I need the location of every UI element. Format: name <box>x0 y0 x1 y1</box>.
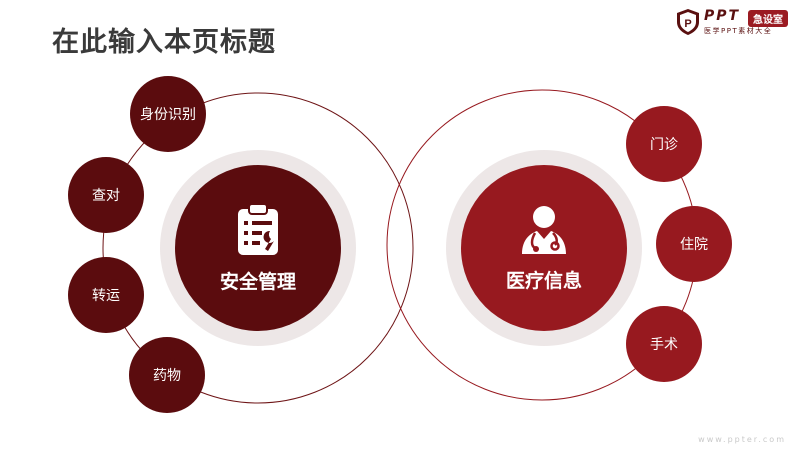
page-title: 在此输入本页标题 <box>52 27 276 58</box>
node-transfer[interactable]: 转运 <box>68 257 144 333</box>
node-inpatient-label: 住院 <box>680 237 708 253</box>
node-check-label: 查对 <box>92 188 120 204</box>
doctor-icon <box>522 205 566 254</box>
left-orbit-ring <box>102 92 414 404</box>
footer-watermark: www.ppter.com <box>698 435 786 444</box>
node-surgery[interactable]: 手术 <box>626 306 702 382</box>
node-identity[interactable]: 身份识别 <box>130 76 206 152</box>
right-hub: 医疗信息 <box>461 165 627 331</box>
node-transfer-label: 转运 <box>92 288 120 304</box>
node-surgery-label: 手术 <box>650 337 678 353</box>
node-outpatient[interactable]: 门诊 <box>626 106 702 182</box>
left-hub-label: 安全管理 <box>219 270 296 293</box>
node-medicine[interactable]: 药物 <box>129 337 205 413</box>
clipboard-wrench-icon <box>238 202 278 255</box>
node-identity-label: 身份识别 <box>140 107 196 123</box>
logo-subtitle: 医学PPT素材大全 <box>704 27 773 35</box>
node-inpatient[interactable]: 住院 <box>656 206 732 282</box>
logo-badge: 急设室 <box>748 10 788 27</box>
svg-text:P: P <box>684 18 691 30</box>
shield-logo-icon: P <box>677 9 699 35</box>
logo-name: PPT <box>704 8 741 24</box>
brand-logo: P PPT 急设室 医学PPT素材大全 <box>676 8 796 38</box>
node-medicine-label: 药物 <box>153 368 181 384</box>
node-outpatient-label: 门诊 <box>650 137 678 153</box>
node-check[interactable]: 查对 <box>68 157 144 233</box>
right-hub-label: 医疗信息 <box>505 269 582 292</box>
left-hub: 安全管理 <box>175 165 341 331</box>
